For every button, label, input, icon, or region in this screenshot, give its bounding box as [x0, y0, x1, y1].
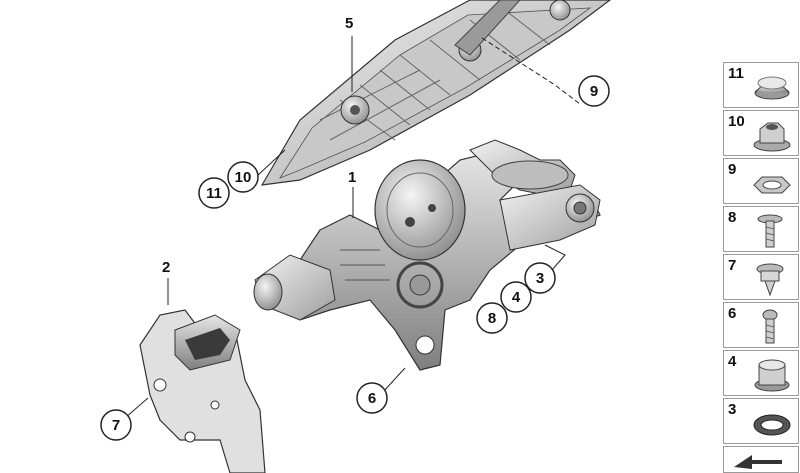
svg-text:10: 10 — [235, 169, 252, 186]
parts-legend: 11 10 9 8 7 — [723, 62, 800, 473]
bushing-icon — [754, 359, 790, 392]
bracket-part — [139, 309, 266, 473]
callout-6: 6 — [356, 382, 388, 414]
legend-number: 10 — [728, 113, 745, 130]
svg-text:3: 3 — [536, 270, 544, 287]
svg-text:2: 2 — [162, 259, 170, 276]
callout-10: 10 — [227, 161, 259, 193]
legend-item-3[interactable]: 3 — [723, 398, 799, 444]
svg-text:5: 5 — [345, 15, 353, 32]
seal-ring-icon — [753, 414, 791, 436]
legend-item-4[interactable]: 4 — [723, 350, 799, 396]
svg-text:8: 8 — [488, 310, 496, 327]
legend-item-6[interactable]: 6 — [723, 302, 799, 348]
svg-text:7: 7 — [112, 417, 120, 434]
hex-nut-icon — [753, 176, 791, 194]
bolt-icon — [762, 309, 778, 344]
legend-number: 7 — [728, 257, 737, 274]
callout-9: 9 — [578, 75, 610, 107]
trim-panel-part — [260, 0, 611, 186]
svg-text:6: 6 — [368, 390, 376, 407]
screw-icon — [757, 214, 783, 248]
legend-item-8[interactable]: 8 — [723, 206, 799, 252]
svg-text:11: 11 — [206, 185, 222, 202]
leader-lines — [124, 36, 581, 419]
legend-number: 4 — [728, 353, 737, 370]
hex-nut-washer-icon — [753, 122, 791, 152]
callout-2: 2 — [162, 259, 170, 276]
callout-3: 3 — [524, 262, 556, 294]
legend-item-10[interactable]: 10 — [723, 110, 799, 156]
arrow-icon — [734, 455, 782, 469]
wiper-motor-part — [253, 139, 601, 371]
callout-7: 7 — [100, 409, 132, 441]
callout-11: 11 — [198, 177, 230, 209]
svg-text:4: 4 — [512, 289, 521, 306]
legend-item-9[interactable]: 9 — [723, 158, 799, 204]
legend-number: 9 — [728, 161, 737, 178]
callout-1: 1 — [348, 169, 356, 186]
callout-8: 8 — [476, 302, 508, 334]
legend-number: 6 — [728, 305, 737, 322]
legend-number: 8 — [728, 209, 737, 226]
svg-text:1: 1 — [348, 169, 356, 186]
legend-number: 3 — [728, 401, 737, 418]
screw-with-clip-icon — [756, 263, 784, 297]
callout-5: 5 — [345, 15, 353, 32]
cap-icon — [754, 76, 790, 100]
callout-4: 4 — [500, 281, 532, 313]
legend-item-arrow[interactable] — [723, 446, 799, 473]
svg-text:9: 9 — [590, 83, 598, 100]
legend-item-11[interactable]: 11 — [723, 62, 799, 108]
legend-item-7[interactable]: 7 — [723, 254, 799, 300]
legend-number: 11 — [728, 65, 744, 82]
